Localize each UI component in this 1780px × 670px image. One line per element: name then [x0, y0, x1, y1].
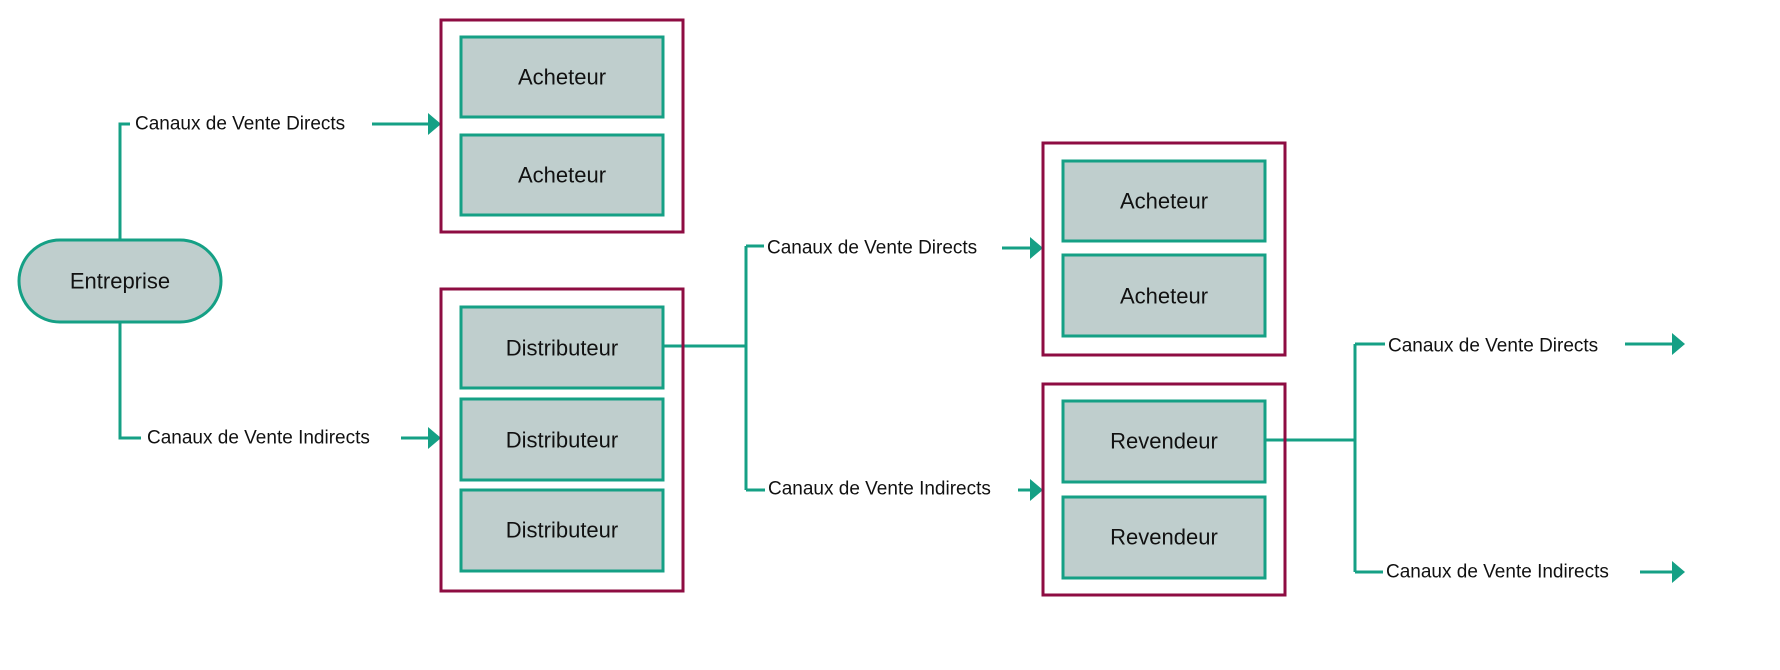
edge-label-direct-1: Canaux de Vente Directs — [135, 114, 345, 135]
label-distributeur-3: Distributeur — [506, 518, 618, 543]
edge-label-indirect-2: Canaux de Vente Indirects — [768, 479, 991, 500]
label-acheteur-4: Acheteur — [1120, 284, 1208, 309]
arrowhead-direct-2 — [1030, 237, 1043, 259]
label-acheteur-3: Acheteur — [1120, 189, 1208, 214]
edge-label-indirect-1: Canaux de Vente Indirects — [147, 428, 370, 449]
label-distributeur-2: Distributeur — [506, 428, 618, 453]
group-revendeurs — [1041, 382, 1287, 597]
arrowhead-direct-1 — [428, 113, 441, 135]
node-revendeur-1 — [1061, 399, 1267, 484]
group-acheteurs-1 — [439, 18, 685, 234]
node-distributeur-1 — [459, 305, 665, 390]
node-distributeur-3 — [459, 488, 665, 573]
label-revendeur-1: Revendeur — [1110, 429, 1218, 454]
node-entreprise — [17, 238, 223, 324]
edge-label-indirect-3: Canaux de Vente Indirects — [1386, 562, 1609, 583]
connector-revendeur-branch — [1264, 342, 1385, 574]
label-revendeur-2: Revendeur — [1110, 525, 1218, 550]
node-acheteur-4 — [1061, 253, 1267, 338]
connector-indirect-1 — [118, 322, 141, 440]
node-acheteur-3 — [1061, 159, 1267, 243]
label-acheteur-2: Acheteur — [518, 163, 606, 188]
arrowhead-indirect-3 — [1672, 561, 1685, 583]
arrowhead-indirect-2 — [1030, 479, 1043, 501]
node-distributeur-2 — [459, 397, 665, 482]
label-distributeur-1: Distributeur — [506, 336, 618, 361]
node-revendeur-2 — [1061, 495, 1267, 580]
node-acheteur-2 — [459, 133, 665, 217]
edge-label-direct-2: Canaux de Vente Directs — [767, 238, 977, 259]
edge-label-direct-3: Canaux de Vente Directs — [1388, 336, 1598, 357]
arrowhead-indirect-1 — [428, 427, 441, 449]
label-acheteur-1: Acheteur — [518, 65, 606, 90]
arrowhead-direct-3 — [1672, 333, 1685, 355]
group-acheteurs-2 — [1041, 141, 1287, 357]
connector-distributeur-branch — [662, 244, 765, 492]
label-entreprise: Entreprise — [70, 269, 170, 294]
node-acheteur-1 — [459, 35, 665, 119]
connector-direct-1 — [118, 122, 130, 240]
group-distributeurs — [439, 287, 685, 593]
